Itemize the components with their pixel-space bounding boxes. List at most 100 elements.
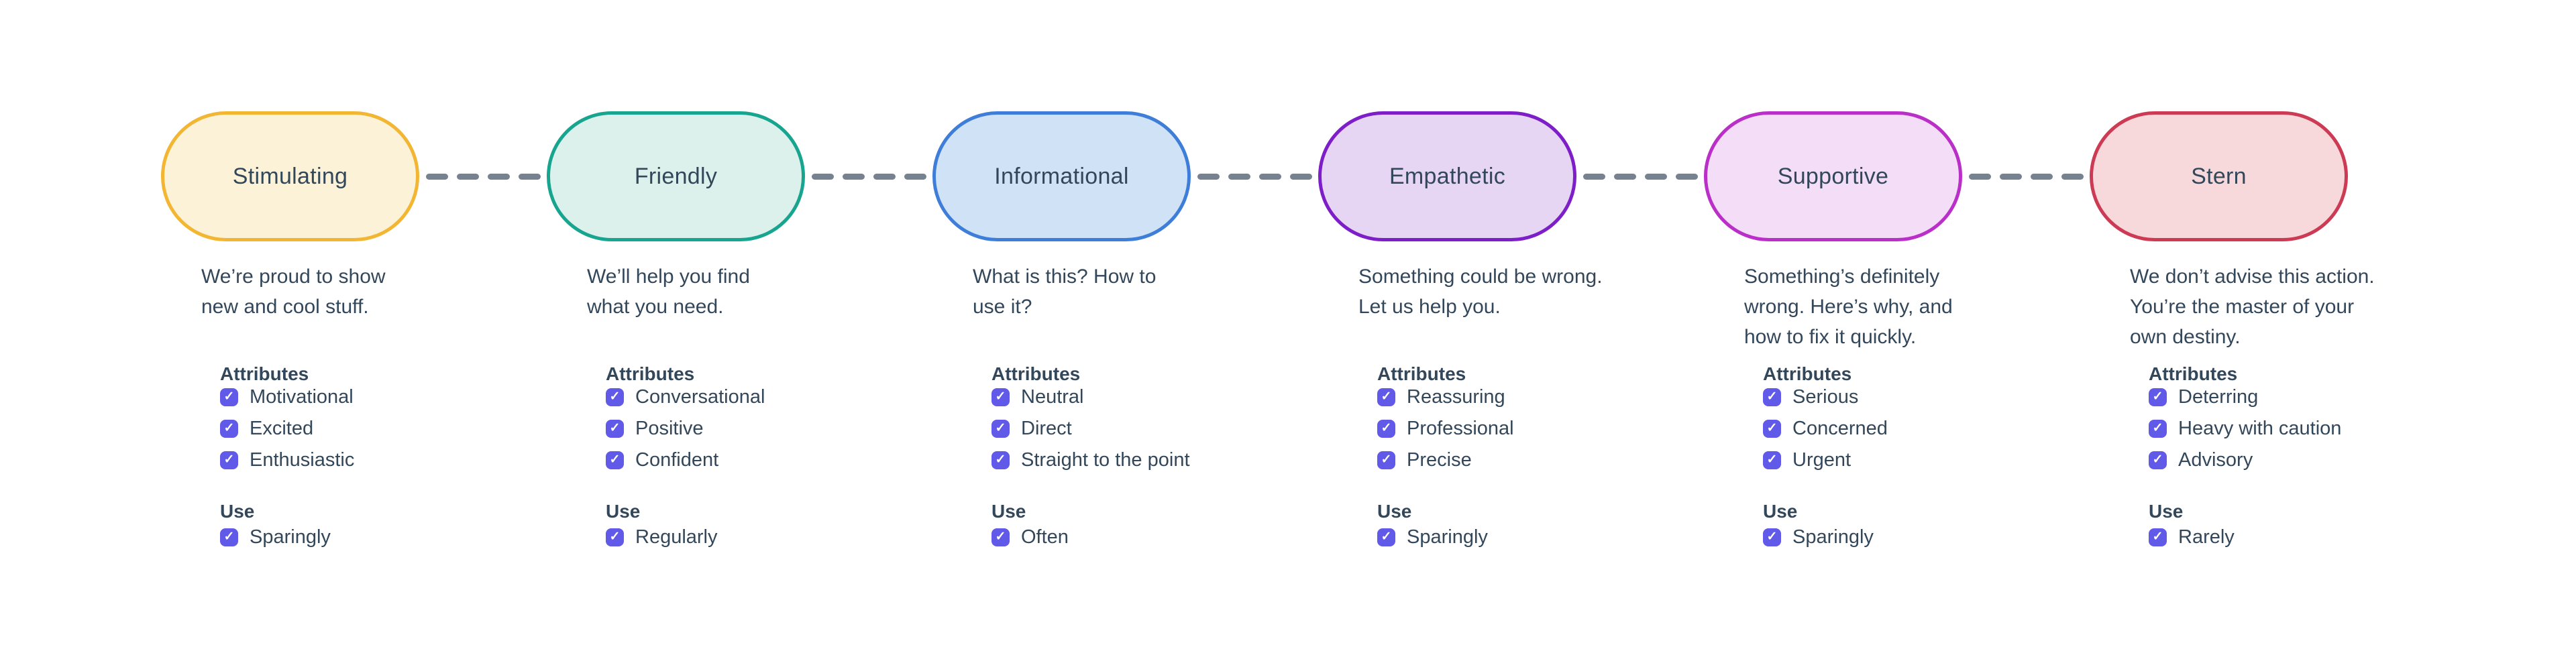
checkbox-checked-icon[interactable]: ✓ bbox=[991, 528, 1010, 546]
check-icon: ✓ bbox=[223, 421, 235, 435]
tone-column-informational: Informational What is this? How to use i… bbox=[932, 0, 1191, 649]
checkbox-checked-icon[interactable]: ✓ bbox=[1377, 388, 1395, 406]
checkbox-checked-icon[interactable]: ✓ bbox=[220, 451, 238, 469]
attribute-row: ✓ Motivational bbox=[220, 386, 354, 408]
check-icon: ✓ bbox=[1381, 453, 1392, 467]
check-icon: ✓ bbox=[1381, 390, 1392, 404]
use-row: ✓ Sparingly bbox=[1377, 526, 1488, 548]
attribute-label: Enthusiastic bbox=[250, 449, 355, 471]
attribute-row: ✓ Confident bbox=[606, 449, 718, 471]
attribute-row: ✓ Positive bbox=[606, 418, 704, 439]
use-heading: Use bbox=[1377, 501, 1412, 522]
check-icon: ✓ bbox=[223, 453, 235, 467]
check-icon: ✓ bbox=[995, 530, 1006, 544]
check-icon: ✓ bbox=[995, 453, 1006, 467]
check-icon: ✓ bbox=[609, 453, 621, 467]
check-icon: ✓ bbox=[1766, 530, 1778, 544]
connector-dash bbox=[1289, 174, 1312, 180]
checkbox-checked-icon[interactable]: ✓ bbox=[220, 420, 238, 438]
attribute-row: ✓ Professional bbox=[1377, 418, 1514, 439]
connector-dash bbox=[518, 174, 541, 180]
check-icon: ✓ bbox=[609, 421, 621, 435]
checkbox-checked-icon[interactable]: ✓ bbox=[2149, 528, 2167, 546]
tone-description: We’ll help you find what you need. bbox=[587, 266, 750, 318]
tone-node-supportive[interactable]: Supportive bbox=[1704, 111, 1962, 241]
checkbox-checked-icon[interactable]: ✓ bbox=[220, 388, 238, 406]
tone-node-stern[interactable]: Stern bbox=[2090, 111, 2348, 241]
connector bbox=[1191, 174, 1318, 180]
connector-dash bbox=[2061, 174, 2084, 180]
connector-dash bbox=[456, 174, 479, 180]
checkbox-checked-icon[interactable]: ✓ bbox=[2149, 388, 2167, 406]
check-icon: ✓ bbox=[2152, 421, 2163, 435]
checkbox-checked-icon[interactable]: ✓ bbox=[606, 420, 624, 438]
attribute-label: Motivational bbox=[250, 386, 354, 408]
attribute-row: ✓ Deterring bbox=[2149, 386, 2258, 408]
check-icon: ✓ bbox=[995, 421, 1006, 435]
attribute-label: Professional bbox=[1407, 418, 1514, 439]
attribute-label: Conversational bbox=[635, 386, 765, 408]
connector bbox=[419, 174, 547, 180]
connector-dash bbox=[811, 174, 834, 180]
checkbox-checked-icon[interactable]: ✓ bbox=[2149, 420, 2167, 438]
checkbox-checked-icon[interactable]: ✓ bbox=[991, 420, 1010, 438]
use-label: Sparingly bbox=[1407, 526, 1488, 548]
attribute-label: Neutral bbox=[1021, 386, 1084, 408]
tone-node-informational[interactable]: Informational bbox=[932, 111, 1191, 241]
attribute-label: Advisory bbox=[2178, 449, 2253, 471]
use-row: ✓ Sparingly bbox=[220, 526, 331, 548]
tone-node-empathetic[interactable]: Empathetic bbox=[1318, 111, 1576, 241]
checkbox-checked-icon[interactable]: ✓ bbox=[1763, 528, 1781, 546]
checkbox-checked-icon[interactable]: ✓ bbox=[606, 388, 624, 406]
check-icon: ✓ bbox=[1381, 421, 1392, 435]
checkbox-checked-icon[interactable]: ✓ bbox=[991, 388, 1010, 406]
tone-description: We’re proud to show new and cool stuff. bbox=[201, 266, 386, 318]
attribute-row: ✓ Advisory bbox=[2149, 449, 2253, 471]
checkbox-checked-icon[interactable]: ✓ bbox=[606, 528, 624, 546]
checkbox-checked-icon[interactable]: ✓ bbox=[1763, 451, 1781, 469]
check-icon: ✓ bbox=[609, 390, 621, 404]
connector-dash bbox=[842, 174, 865, 180]
use-heading: Use bbox=[1763, 501, 1798, 522]
attribute-row: ✓ Enthusiastic bbox=[220, 449, 355, 471]
use-heading: Use bbox=[220, 501, 255, 522]
checkbox-checked-icon[interactable]: ✓ bbox=[991, 451, 1010, 469]
attribute-label: Urgent bbox=[1792, 449, 1851, 471]
attributes-heading: Attributes bbox=[2149, 363, 2238, 384]
tone-title: Empathetic bbox=[1389, 163, 1506, 189]
checkbox-checked-icon[interactable]: ✓ bbox=[1377, 451, 1395, 469]
tone-column-friendly: Friendly We’ll help you find what you ne… bbox=[547, 0, 805, 649]
tone-node-stimulating[interactable]: Stimulating bbox=[161, 111, 419, 241]
checkbox-checked-icon[interactable]: ✓ bbox=[1377, 420, 1395, 438]
check-icon: ✓ bbox=[1381, 530, 1392, 544]
connector-dash bbox=[873, 174, 896, 180]
connector-dash bbox=[1228, 174, 1250, 180]
attributes-heading: Attributes bbox=[1763, 363, 1852, 384]
check-icon: ✓ bbox=[223, 530, 235, 544]
use-row: ✓ Regularly bbox=[606, 526, 718, 548]
checkbox-checked-icon[interactable]: ✓ bbox=[606, 451, 624, 469]
checkbox-checked-icon[interactable]: ✓ bbox=[2149, 451, 2167, 469]
attribute-label: Heavy with caution bbox=[2178, 418, 2342, 439]
connector-dash bbox=[1613, 174, 1636, 180]
checkbox-checked-icon[interactable]: ✓ bbox=[220, 528, 238, 546]
check-icon: ✓ bbox=[2152, 453, 2163, 467]
attribute-row: ✓ Neutral bbox=[991, 386, 1084, 408]
attributes-heading: Attributes bbox=[220, 363, 309, 384]
tone-node-friendly[interactable]: Friendly bbox=[547, 111, 805, 241]
attribute-row: ✓ Serious bbox=[1763, 386, 1858, 408]
checkbox-checked-icon[interactable]: ✓ bbox=[1377, 528, 1395, 546]
attribute-row: ✓ Urgent bbox=[1763, 449, 1851, 471]
use-heading: Use bbox=[2149, 501, 2184, 522]
tone-title: Stimulating bbox=[232, 163, 348, 189]
attribute-label: Reassuring bbox=[1407, 386, 1505, 408]
checkbox-checked-icon[interactable]: ✓ bbox=[1763, 388, 1781, 406]
checkbox-checked-icon[interactable]: ✓ bbox=[1763, 420, 1781, 438]
connector-dash bbox=[1999, 174, 2022, 180]
connector-dash bbox=[1644, 174, 1667, 180]
use-label: Rarely bbox=[2178, 526, 2235, 548]
check-icon: ✓ bbox=[2152, 390, 2163, 404]
use-label: Sparingly bbox=[1792, 526, 1874, 548]
check-icon: ✓ bbox=[1766, 421, 1778, 435]
connector-dash bbox=[1197, 174, 1220, 180]
